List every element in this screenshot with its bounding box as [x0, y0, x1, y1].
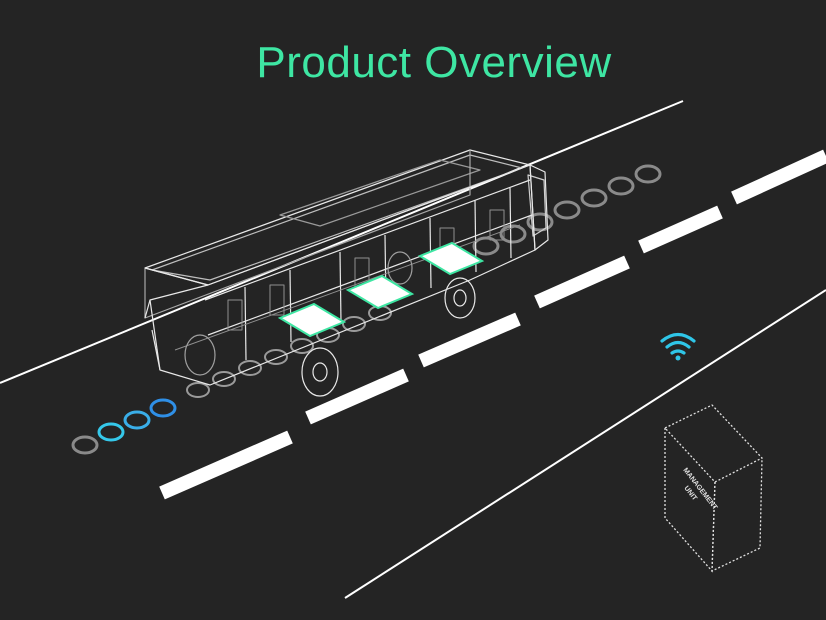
charging-coil-active [149, 398, 177, 418]
receiver-pad [277, 302, 347, 338]
unit-right-face [711, 457, 763, 573]
receiver-pad [345, 274, 415, 310]
unit-top [663, 404, 764, 483]
bus-side-near [149, 164, 536, 386]
charging-coil [290, 338, 314, 354]
bus-side-far [144, 150, 471, 319]
receiver-pads [277, 241, 485, 338]
bus-floor [174, 224, 521, 351]
bus-wireframe [144, 149, 549, 397]
lane-dash [418, 312, 521, 368]
charging-coil [553, 200, 581, 220]
charging-coil [526, 212, 554, 232]
bus-wheel [184, 334, 216, 376]
bus-window-line [204, 179, 531, 301]
lane-dash [638, 205, 723, 254]
charging-coils [71, 164, 662, 455]
bus-roof-detail [279, 159, 481, 227]
charging-coil [342, 316, 366, 332]
charging-coil [238, 360, 262, 376]
charging-coil [499, 224, 527, 244]
management-unit [663, 404, 764, 573]
lane-dash [731, 149, 826, 205]
charging-coil [212, 371, 236, 387]
bus-seat [227, 299, 243, 331]
lane-dash [534, 255, 630, 309]
lane-markings [159, 149, 826, 500]
bus-pillar [289, 269, 292, 343]
bus-pillar [244, 286, 247, 361]
charging-coil [264, 349, 288, 365]
coil-row-far [472, 164, 662, 256]
bus-pillar [339, 251, 342, 323]
bus-rear [144, 267, 209, 371]
bus-interior [174, 209, 521, 351]
charging-coil [607, 176, 635, 196]
coil-row-near [71, 398, 177, 455]
road-edge-top [0, 100, 684, 384]
bus-wheel-hub [312, 362, 328, 382]
receiver-pad [417, 241, 485, 276]
lane-dash [159, 430, 293, 500]
wifi-icon [660, 332, 696, 361]
bus-seat [269, 284, 285, 316]
road-edge-bottom [344, 289, 826, 599]
charging-coil-active [97, 422, 125, 442]
bus-wheel-hub [453, 289, 467, 307]
bus-window-line-low [207, 214, 533, 336]
lane-dash [305, 368, 409, 425]
bus-wheel [387, 251, 413, 285]
charging-coil [186, 382, 210, 398]
page-title: Product Overview [256, 38, 612, 87]
charging-coil [71, 435, 99, 455]
coil-row-under-bus [186, 305, 392, 398]
charging-coil-active [123, 410, 151, 430]
bus-wheels [184, 251, 476, 397]
bus-pillar [509, 187, 512, 259]
charging-coil [634, 164, 662, 184]
bus-seat [489, 209, 505, 241]
bus-wheel [444, 277, 476, 319]
bus-wheel [301, 347, 339, 397]
charging-coil [580, 188, 608, 208]
charging-coil [472, 236, 500, 256]
